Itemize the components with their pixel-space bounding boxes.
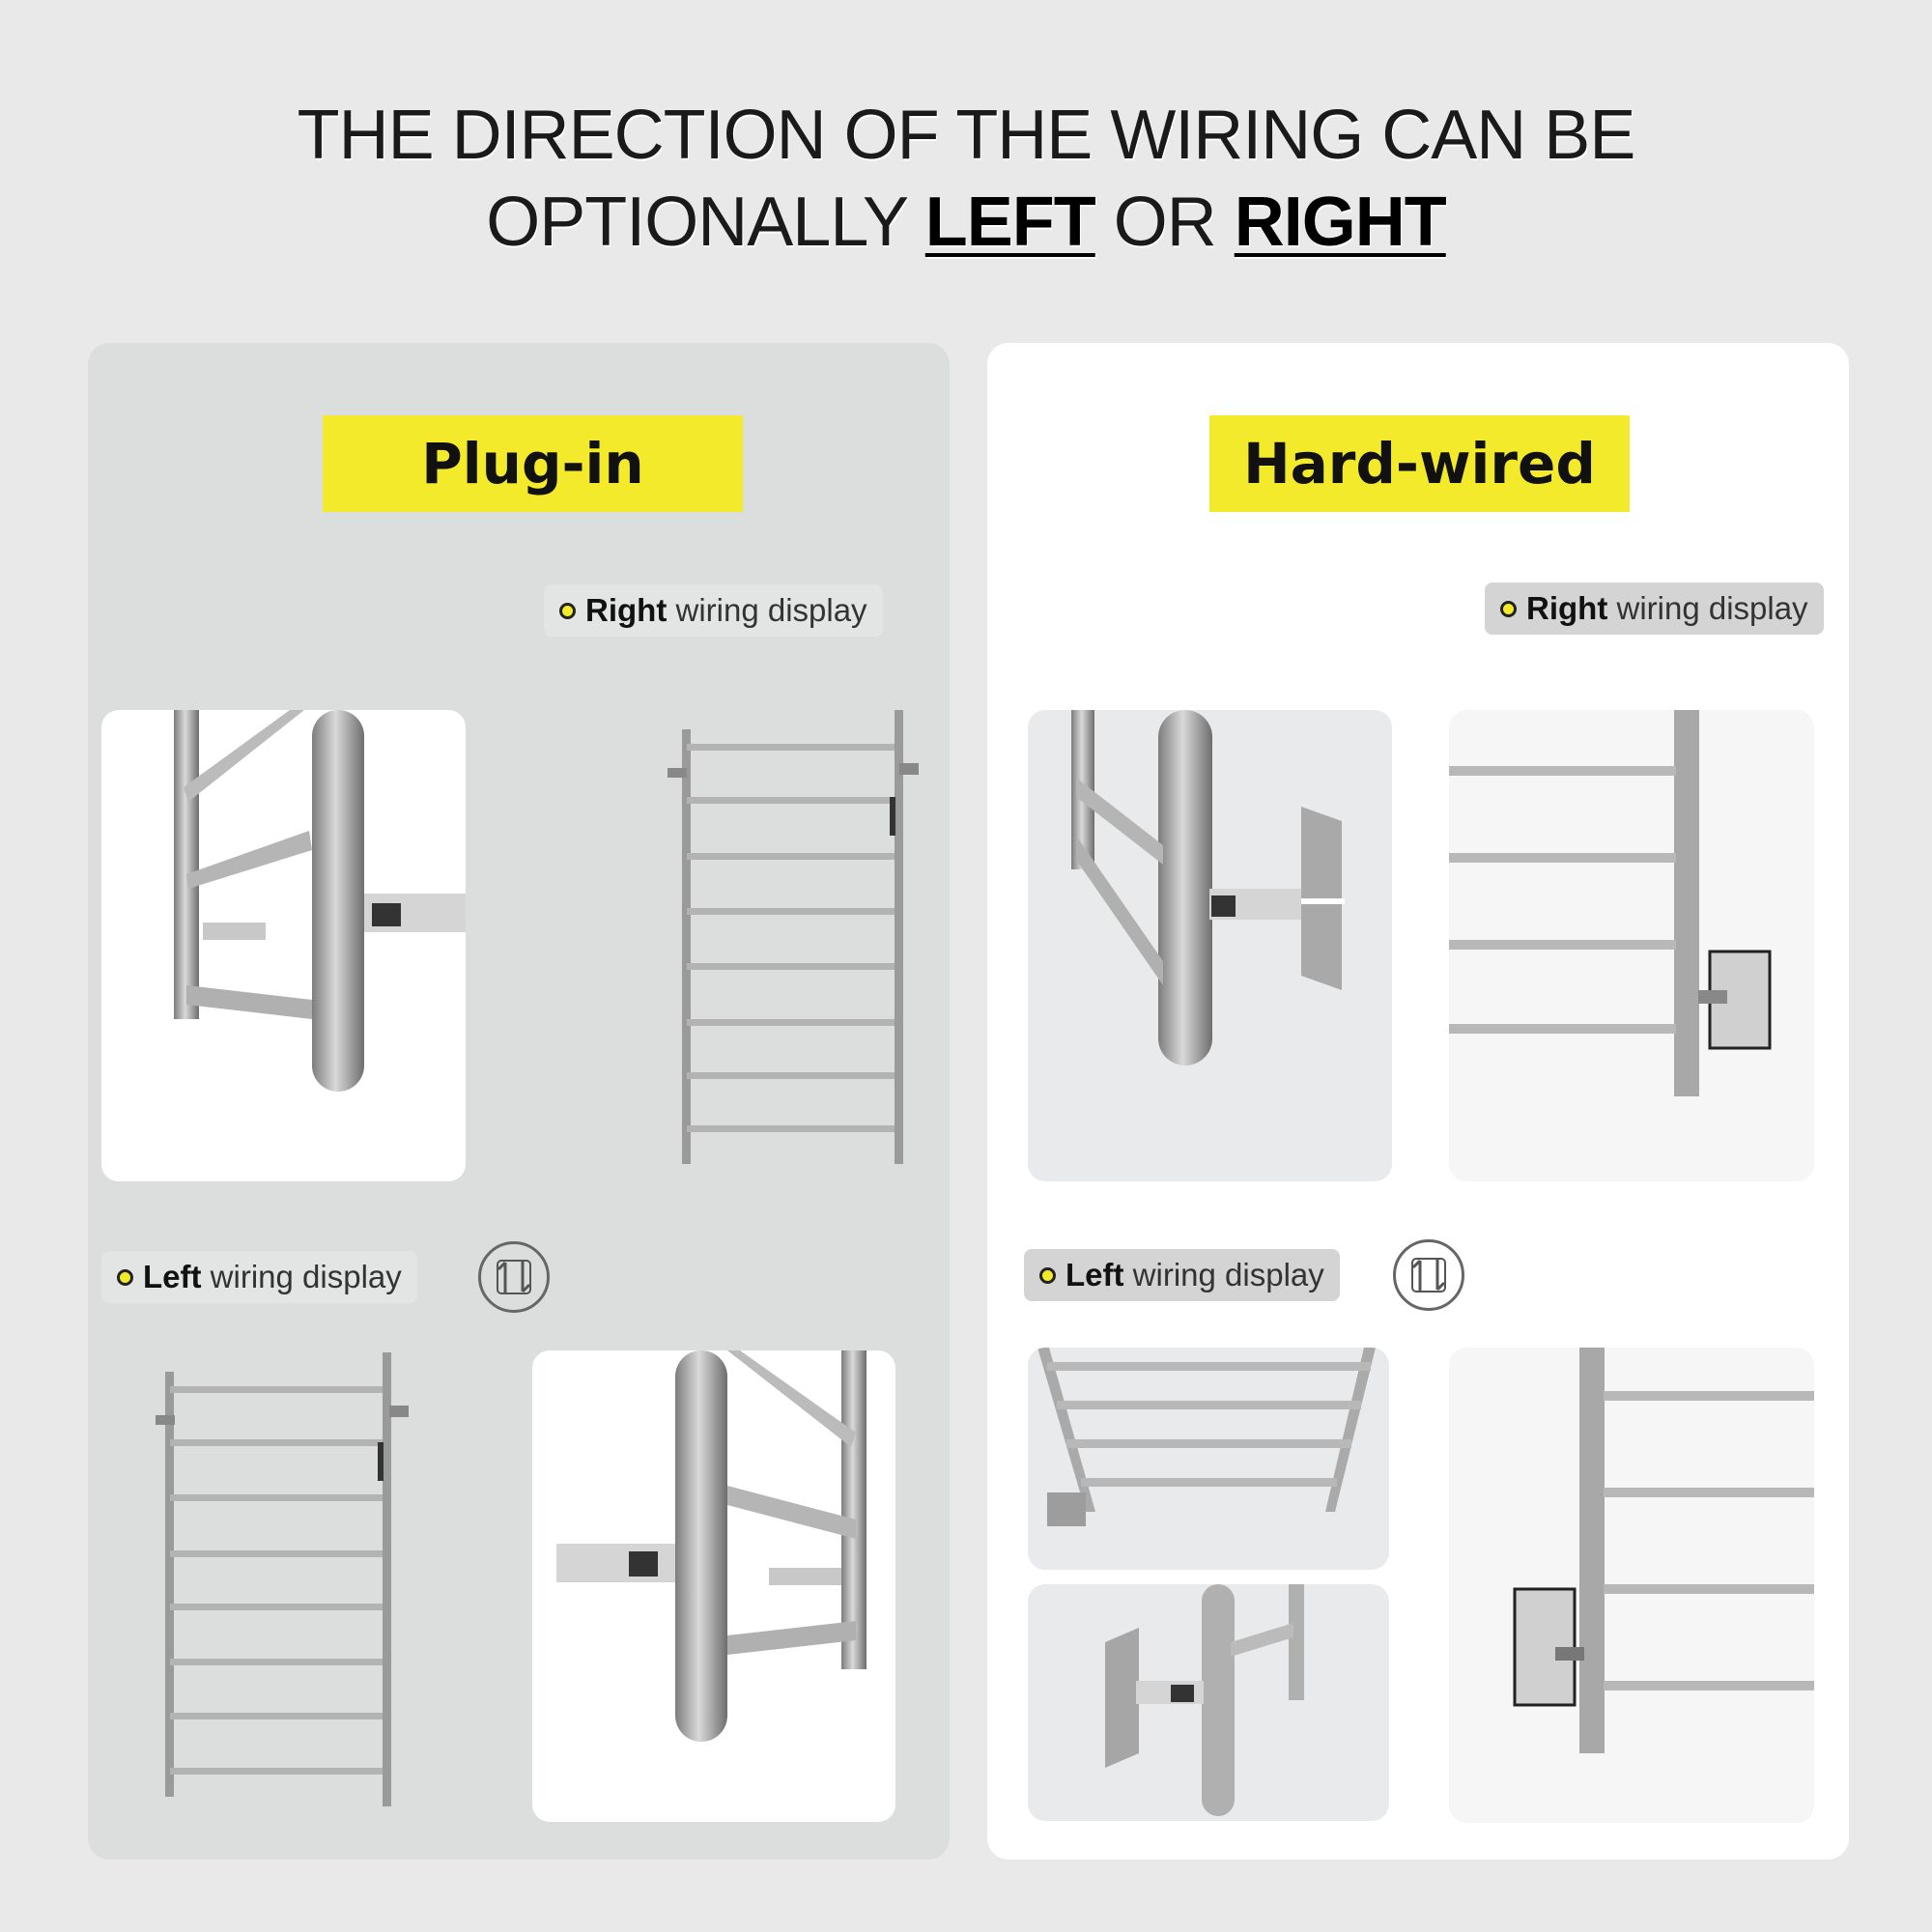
hard-wired-title: Hard-wired bbox=[1209, 415, 1630, 512]
hard-wired-right-wiring-label: Right wiring display bbox=[1485, 582, 1824, 635]
hard-wired-left-bottom-image bbox=[1028, 1584, 1389, 1821]
swap-arrows-icon bbox=[478, 1241, 550, 1313]
towel-rack-image bbox=[668, 710, 919, 1164]
swap-arrows-icon bbox=[1393, 1239, 1464, 1311]
bullet-icon bbox=[117, 1268, 133, 1286]
plug-in-right-wiring-label: Right wiring display bbox=[544, 584, 883, 637]
plug-in-left-closeup-image bbox=[532, 1350, 895, 1822]
hard-wired-panel: Hard-wired Right wiring display bbox=[987, 343, 1849, 1860]
headline-right-word: RIGHT bbox=[1234, 184, 1447, 261]
towel-rack-image bbox=[1513, 1348, 1814, 1753]
plug-in-panel: Plug-in Right wiring display bbox=[88, 343, 950, 1860]
towel-rack-image bbox=[1071, 710, 1345, 1065]
plug-in-left-wiring-label: Left wiring display bbox=[101, 1251, 417, 1303]
towel-rack-image bbox=[156, 1352, 409, 1806]
hard-wired-left-wiring-label: Left wiring display bbox=[1024, 1249, 1340, 1301]
towel-rack-image bbox=[1105, 1584, 1304, 1816]
towel-rack-image bbox=[556, 1350, 867, 1742]
hard-wired-right-closeup-image bbox=[1028, 710, 1392, 1181]
plug-in-left-rack-image bbox=[127, 1348, 494, 1831]
headline-left-word: LEFT bbox=[924, 184, 1096, 261]
hard-wired-left-top-image bbox=[1028, 1348, 1389, 1570]
hard-wired-left-rack-image bbox=[1449, 1348, 1814, 1823]
towel-rack-image bbox=[174, 710, 466, 1092]
headline-line-2: OPTIONALLY LEFT OR RIGHT bbox=[486, 184, 1447, 261]
bullet-icon bbox=[1039, 1266, 1056, 1284]
plug-in-right-closeup-image bbox=[101, 710, 466, 1181]
bullet-icon bbox=[1500, 600, 1517, 617]
headline-line-1: THE DIRECTION OF THE WIRING CAN BE bbox=[297, 97, 1636, 174]
hard-wired-right-rack-image bbox=[1449, 710, 1814, 1181]
bullet-icon bbox=[559, 602, 576, 619]
towel-rack-image bbox=[1037, 1348, 1376, 1526]
towel-rack-image bbox=[1449, 710, 1772, 1096]
plug-in-title: Plug-in bbox=[323, 415, 743, 512]
headline: THE DIRECTION OF THE WIRING CAN BE OPTIO… bbox=[0, 92, 1932, 266]
plug-in-right-rack-image bbox=[561, 710, 948, 1183]
